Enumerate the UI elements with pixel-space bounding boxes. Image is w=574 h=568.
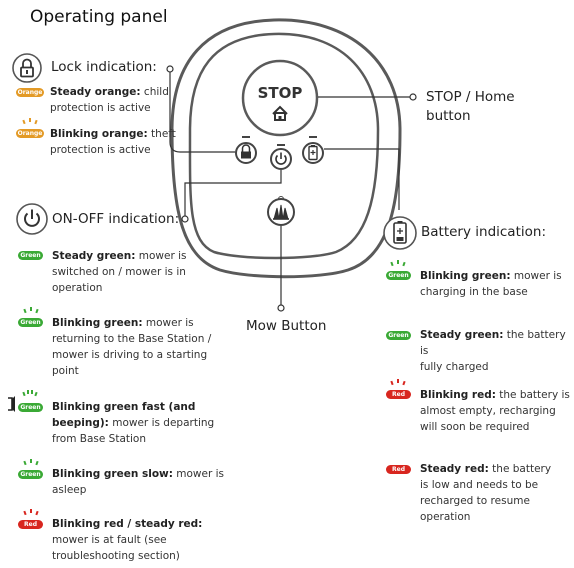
- onoff-item-blinking-fast: Blinking green fast (and beeping): mower…: [52, 399, 214, 447]
- onoff-item-0-bold: Steady green:: [52, 250, 136, 262]
- battery-item-1-bold: Steady green:: [420, 329, 504, 341]
- status-badge: Green: [18, 251, 43, 260]
- onoff-item-1-rest: mower is: [142, 317, 194, 329]
- onoff-item-4-line3: troubleshooting section): [52, 550, 180, 562]
- onoff-item-red: Blinking red / steady red: mower is at f…: [52, 516, 202, 564]
- blink-mark: [30, 459, 32, 463]
- lock-item-blinking-rest: theft: [147, 128, 176, 140]
- lock-item-steady-bold: Steady orange:: [50, 86, 141, 98]
- battery-item-3-rest: the battery: [488, 463, 552, 475]
- onoff-item-3-line2: asleep: [52, 484, 87, 496]
- mow-button-callout: Mow Button: [246, 318, 327, 334]
- onoff-item-4-line2: mower is at fault (see: [52, 534, 167, 546]
- status-badge: Green: [386, 271, 411, 280]
- status-badge: Orange: [16, 88, 44, 97]
- lock-item-steady-rest: child: [140, 86, 169, 98]
- onoff-item-0-line2: switched on / mower is in: [52, 266, 186, 278]
- onoff-item-1-bold: Blinking green:: [52, 317, 143, 329]
- battery-item-0-bold: Blinking green:: [420, 270, 511, 282]
- battery-item-3-line3: recharged to resume: [420, 495, 530, 507]
- onoff-item-4-bold: Blinking red / steady red:: [52, 518, 203, 530]
- onoff-item-2-line3: from Base Station: [52, 433, 147, 445]
- power-led: [277, 144, 285, 146]
- stop-home-callout-line1: STOP / Home: [426, 89, 515, 105]
- battery-item-1-line2: fully charged: [420, 361, 489, 373]
- battery-item-blinking-red: Blinking red: the battery is almost empt…: [420, 387, 570, 435]
- lock-item-blinking: Blinking orange: theft protection is act…: [50, 126, 176, 158]
- status-badge: Green: [18, 403, 43, 412]
- battery-item-3-line4: operation: [420, 511, 471, 523]
- status-badge: Green: [386, 331, 411, 340]
- battery-item-0-line2: charging in the base: [420, 286, 528, 298]
- onoff-item-steady-green: Steady green: mower is switched on / mow…: [52, 248, 187, 296]
- status-badge: Red: [386, 465, 411, 474]
- blink-mark: [397, 260, 399, 264]
- blink-mark: [27, 390, 29, 394]
- speaker-icon: [8, 396, 15, 412]
- onoff-heading: ON-OFF indication:: [52, 211, 180, 227]
- stop-home-callout: STOP / Home button: [426, 88, 515, 126]
- battery-icon: [308, 145, 318, 161]
- blink-mark: [31, 390, 33, 394]
- onoff-item-2-line2-bold: beeping):: [52, 417, 109, 429]
- battery-item-1-rest: the battery is: [420, 329, 566, 357]
- mower-inner-panel: [188, 32, 380, 260]
- onoff-item-blinking-slow: Blinking green slow: mower is asleep: [52, 466, 224, 498]
- lock-header-icon: [12, 53, 42, 83]
- lock-item-steady: Steady orange: child protection is activ…: [50, 84, 169, 116]
- onoff-item-2-line2: mower is departing: [108, 417, 215, 429]
- stop-button-ring: [241, 59, 319, 137]
- onoff-item-3-bold: Blinking green slow:: [52, 468, 173, 480]
- grass-icon: [273, 204, 289, 220]
- onoff-item-0-line3: operation: [52, 282, 103, 294]
- blink-mark: [30, 509, 32, 513]
- lock-heading: Lock indication:: [51, 59, 157, 75]
- status-badge: Red: [18, 520, 43, 529]
- onoff-item-1-line3: mower is driving to a starting: [52, 349, 208, 361]
- battery-item-2-rest: the battery is: [495, 389, 570, 401]
- lock-icon: [241, 144, 251, 159]
- battery-item-0-rest: mower is: [510, 270, 562, 282]
- onoff-item-0-rest: mower is: [135, 250, 187, 262]
- power-header-icon: [16, 203, 48, 235]
- stop-button-label[interactable]: STOP: [257, 84, 303, 102]
- status-badge: Green: [18, 318, 43, 327]
- battery-item-2-bold: Blinking red:: [420, 389, 496, 401]
- battery-item-2-line3: will soon be required: [420, 421, 530, 433]
- lock-item-blinking-bold: Blinking orange:: [50, 128, 148, 140]
- onoff-item-1-line4: point: [52, 365, 79, 377]
- battery-item-3-bold: Steady red:: [420, 463, 489, 475]
- lock-item-steady-line2: protection is active: [50, 102, 151, 114]
- battery-item-3-line2: is low and needs to be: [420, 479, 539, 491]
- blink-mark: [29, 118, 31, 122]
- onoff-item-blinking-green: Blinking green: mower is returning to th…: [52, 315, 211, 379]
- battery-item-steady-red: Steady red: the battery is low and needs…: [420, 461, 551, 525]
- battery-heading: Battery indication:: [421, 224, 546, 240]
- battery-item-blinking-green: Blinking green: mower is charging in the…: [420, 268, 562, 300]
- blink-mark: [397, 379, 399, 383]
- onoff-item-2-bold: Blinking green fast (and: [52, 401, 196, 413]
- status-badge: Green: [18, 470, 43, 479]
- onoff-item-3-rest: mower is: [172, 468, 225, 480]
- blink-mark: [30, 307, 32, 311]
- battery-header-icon: [383, 216, 417, 250]
- lock-led: [242, 136, 250, 138]
- lock-item-blinking-line2: protection is active: [50, 144, 151, 156]
- status-badge: Red: [386, 390, 411, 399]
- home-icon: [272, 105, 288, 121]
- battery-item-2-line2: almost empty, recharging: [420, 405, 556, 417]
- battery-led: [309, 136, 317, 138]
- mower-outer-shell: [170, 18, 402, 279]
- power-icon: [275, 152, 287, 165]
- battery-item-steady-green: Steady green: the battery is fully charg…: [420, 327, 574, 375]
- page-title: Operating panel: [30, 7, 168, 27]
- status-badge: Orange: [16, 129, 44, 138]
- stop-home-callout-line2: button: [426, 108, 471, 124]
- onoff-item-1-line2: returning to the Base Station /: [52, 333, 212, 345]
